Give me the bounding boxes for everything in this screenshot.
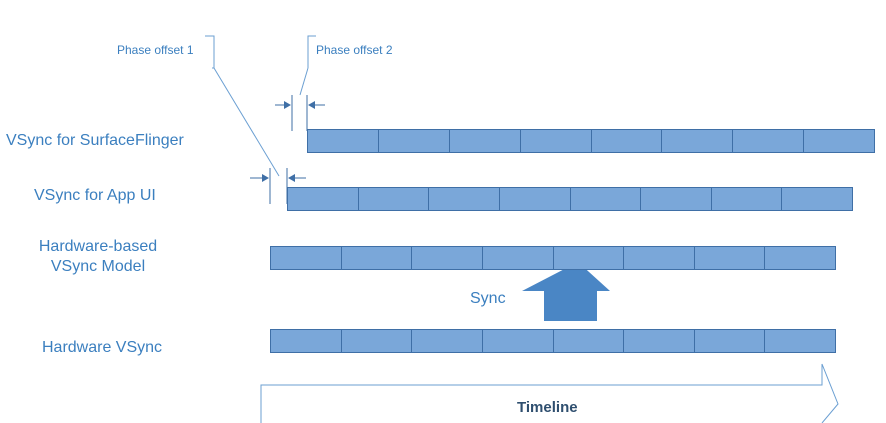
vsync-segment [590, 129, 663, 153]
vsync-segment [764, 329, 836, 353]
row-label-hw-model: Hardware-based VSync Model [38, 238, 158, 275]
phase-offset-2-bracket [307, 35, 316, 68]
vsync-segment [340, 246, 413, 270]
phase-offset-1-bracket [205, 35, 215, 69]
vsync-segment [377, 129, 450, 153]
vsync-segment [519, 129, 592, 153]
vsync-segment [710, 187, 783, 211]
vsync-segment [270, 246, 342, 270]
vsync-segment [661, 129, 734, 153]
vsync-segment [764, 246, 836, 270]
bar-hw-model [270, 246, 836, 270]
vsync-segment [448, 129, 521, 153]
vsync-segment [498, 187, 571, 211]
vsync-segment [693, 246, 766, 270]
vsync-segment [552, 246, 625, 270]
vsync-segment [481, 329, 554, 353]
offset-2-arrowhead-right [308, 101, 315, 109]
phase-offset-2-leader [299, 67, 309, 96]
offset-1-arrowhead-left [262, 174, 269, 182]
vsync-segment [287, 187, 359, 211]
vsync-segment [569, 187, 642, 211]
vsync-segment [803, 129, 875, 153]
vsync-segment [552, 329, 625, 353]
bar-app-ui [287, 187, 853, 211]
vsync-segment [481, 246, 554, 270]
vsync-segment [357, 187, 430, 211]
timeline-label: Timeline [517, 399, 578, 416]
timeline-arrow [260, 363, 839, 423]
phase-offset-1-leader [213, 67, 280, 177]
sync-label: Sync [470, 290, 506, 307]
vsync-segment [693, 329, 766, 353]
phase-offset-2-label: Phase offset 2 [316, 43, 393, 57]
vsync-segment [411, 329, 483, 353]
bar-hw-vsync [270, 329, 836, 353]
offset-1-arrowhead-right [288, 174, 295, 182]
offset-2-arrowhead-left [284, 101, 291, 109]
vsync-segment [307, 129, 379, 153]
sync-arrow [522, 262, 610, 321]
vsync-segment [428, 187, 500, 211]
vsync-segment [732, 129, 805, 153]
row-label-surfaceflinger: VSync for SurfaceFlinger [6, 132, 184, 149]
vsync-segment [781, 187, 853, 211]
vsync-segment [411, 246, 483, 270]
vsync-segment [340, 329, 413, 353]
phase-offset-1-label: Phase offset 1 [117, 43, 194, 57]
vsync-segment [270, 329, 342, 353]
bar-surfaceflinger [307, 129, 875, 153]
vsync-segment [623, 329, 695, 353]
vsync-segment [623, 246, 695, 270]
row-label-app-ui: VSync for App UI [34, 187, 156, 204]
row-label-hw-vsync: Hardware VSync [42, 339, 163, 356]
vsync-segment [640, 187, 712, 211]
